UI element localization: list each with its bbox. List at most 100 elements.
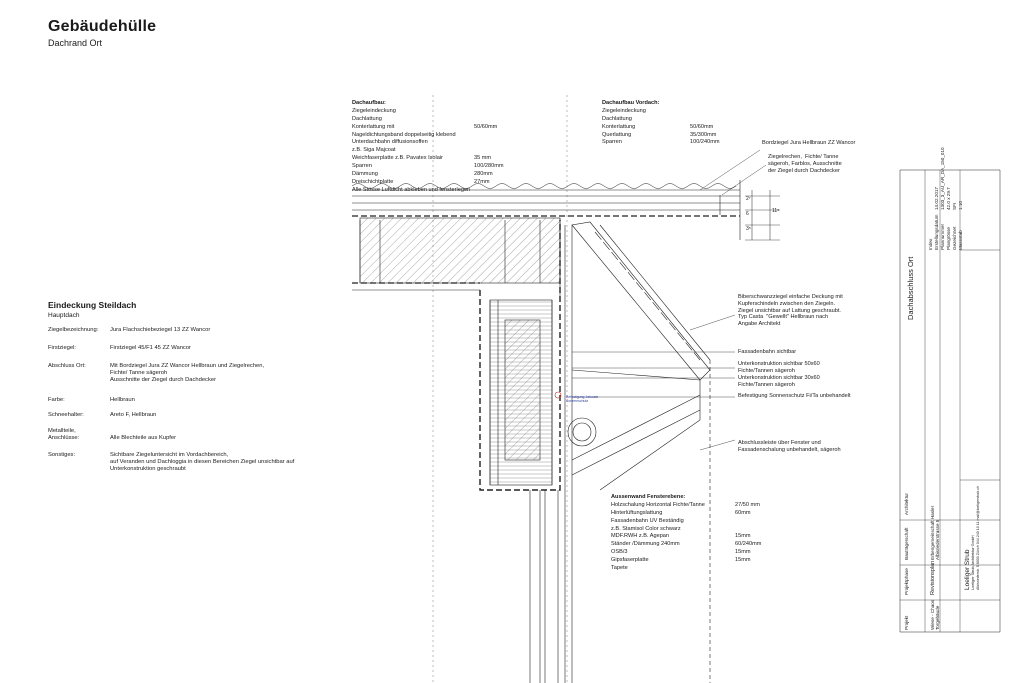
note-biber: Biberschwanzziegel einfache Deckung mit … xyxy=(738,294,843,328)
prop-value-ort: Mit Bordziegel Jura ZZ Wancor Hellbraun … xyxy=(110,363,265,383)
spec-key: Unterdachbahn diffusionsoffen xyxy=(352,139,428,146)
spec-key: Hinterlüftungslattung xyxy=(611,509,663,516)
dim-3: 3⁵ xyxy=(746,226,751,232)
architekt-label: Architektur xyxy=(904,493,909,515)
spec-val: 100/240mm xyxy=(690,139,720,146)
phase: Revisionsplan xyxy=(930,560,936,595)
dim-1: 2⁷ xyxy=(746,196,751,202)
dachaufbau-title: Dachaufbau: xyxy=(352,100,386,106)
spec-key: Sparren xyxy=(602,139,622,146)
meta-val: 42.0 x 29.7 xyxy=(946,187,951,210)
note-fassadenbahn: Fassadenbahn sichtbar xyxy=(738,349,797,355)
strut xyxy=(571,369,701,491)
prop-label-first: Firstziegel: xyxy=(48,345,77,351)
prop-value-ziegel: Jura Flachschiebeziegel 13 ZZ Wancor xyxy=(110,327,211,333)
wall-spec: Aussenwand Fensterebene: Holzschalung Ho… xyxy=(611,494,781,573)
prop-value-schnee: Areto F, Hellbraun xyxy=(110,412,157,418)
spec-val: 15mm xyxy=(735,549,751,556)
prop-value-first: Firstziegel 45/F1 45 ZZ Wancor xyxy=(110,345,191,351)
dim-2: 6 xyxy=(746,211,749,217)
vordach-title: Dachaufbau Vordach: xyxy=(602,100,660,106)
note-ziegelrechen: Ziegelrechen, Fichte/ Tanne sägeroh, Far… xyxy=(768,154,842,174)
spec-val: 27mm xyxy=(474,178,490,185)
prop-label-sonst: Sonstiges: xyxy=(48,452,76,458)
architekt-name: Loeliger Strub xyxy=(964,549,971,590)
page-subtitle: Dachrand Ort xyxy=(48,38,103,48)
architekt-sub: Loeliger Strub Architektur GmbH xyxy=(971,535,975,590)
rafter-insulation xyxy=(359,217,561,284)
wall-title: Aussenwand Fensterebene: xyxy=(611,494,686,500)
bauherr-label: Bauträgerschaft xyxy=(904,527,909,560)
spec-key: Nageldichtungsband doppelseitig klebend xyxy=(352,131,456,138)
note-bordziegel: Bordziegel Jura Hellbraun ZZ Wancor xyxy=(762,140,856,146)
spec-key: z.B. Siga Majcoat xyxy=(352,147,396,154)
spec-key: Dämmung xyxy=(352,171,378,178)
spec-val: 280mm xyxy=(474,171,493,178)
meta-val: SFI xyxy=(952,202,957,210)
bauherr: Erbengemeinschaft Hasler Albisriederstra… xyxy=(930,505,940,560)
prop-label-ort: Abschluss Ort: xyxy=(48,363,86,369)
section-subtitle: Hauptdach xyxy=(48,312,80,319)
meta-val: 14.02.2017 xyxy=(934,187,939,210)
phase-label: Projektphase xyxy=(904,568,909,595)
meta-key: Plannummer xyxy=(940,223,945,250)
spec-key: Ziegeleindeckung xyxy=(352,107,396,114)
spec-val: 15mm xyxy=(735,557,751,564)
spec-key: Fassadenbahn UV Beständig xyxy=(611,517,684,524)
page-title: Gebäudehülle xyxy=(48,18,157,35)
spec-val: 50/60mm xyxy=(474,123,498,130)
spec-val: 60/240mm xyxy=(735,541,762,548)
spec-key: Sparren xyxy=(352,163,372,170)
spec-key: Ständer /Dämmung 240mm xyxy=(611,541,680,548)
spec-key: Dachlattung xyxy=(602,115,632,122)
prop-value-farbe: Hellbraun xyxy=(110,397,135,403)
spec-key: Gipsfaserplatte xyxy=(611,557,649,564)
meta-key: Index xyxy=(928,238,933,250)
barge-tiles xyxy=(571,221,711,381)
spec-val: 100/280mm xyxy=(474,163,504,170)
architekt-addr: Albisriederstr. 5 8003 Zürich 044 240 10… xyxy=(976,485,980,590)
spec-key: Tapete xyxy=(611,565,628,572)
spec-key: Dreischichtplatte xyxy=(352,178,394,185)
spec-key: Querlattung xyxy=(602,131,632,138)
spec-key: Konterlattung xyxy=(602,123,636,130)
prop-label-farbe: Farbe: xyxy=(48,397,65,403)
note-uk30: Unterkonstruktion sichtbar 30x60 Fichte/… xyxy=(738,375,820,388)
prop-value-metall: Alle Blechteile aus Kupfer xyxy=(110,435,177,441)
spec-val: 60mm xyxy=(735,509,751,516)
note-uk50: Unterkonstruktion sichtbar 50x60 Fichte/… xyxy=(738,361,820,374)
prop-label-ziegel: Ziegelbezeichnung: xyxy=(48,327,99,333)
spec-key: OSB/3 xyxy=(611,549,628,556)
spec-key: Holzschalung Horizontal Fichte/Tanne xyxy=(611,501,705,508)
marker-icon xyxy=(554,391,562,399)
meta-val: 1:10 xyxy=(958,201,963,210)
note-abschluss: Abschlussleiste über Fenster und Fassade… xyxy=(738,440,841,453)
dim-4: 11⁵ xyxy=(772,208,779,214)
section-title: Eindeckung Steildach xyxy=(48,300,137,310)
spec-val: 27/50 mm xyxy=(735,501,760,508)
projekt-label: Projekt xyxy=(904,615,909,630)
meta-key: Massstab xyxy=(958,230,963,250)
wall-outline xyxy=(479,220,561,491)
vordach-spec: Dachaufbau Vordach: Ziegeleindeckung Dac… xyxy=(602,100,742,147)
meta-key: Erstellungsdatum xyxy=(934,214,939,251)
sunshade-roll xyxy=(567,417,597,447)
note-befestigung: Befestigung Sonnenschutz Fi/Ta unbehande… xyxy=(738,393,851,399)
spec-key: Konterlattung mit xyxy=(352,123,395,130)
spec-val: 35 mm xyxy=(474,155,492,162)
projekt: Wiese - Chaos Torgebäude xyxy=(930,599,940,630)
meta-val: 1303_3_AU_AR_DA_150_010 xyxy=(940,147,945,210)
prop-label-schnee: Schneehalter: xyxy=(48,412,84,418)
meta-key: Plangrösse xyxy=(946,227,951,250)
spec-val: 50/60mm xyxy=(690,123,714,130)
prop-value-sonst: Sichtbare Ziegeluntersicht im Vordachber… xyxy=(110,452,295,472)
spec-key: MDF.RWH z.B. Agepan xyxy=(611,533,670,540)
prop-label-metall: Metallteile, Anschlüsse: xyxy=(48,428,80,441)
roof-tiles xyxy=(351,183,737,189)
spec-key: Dachlattung xyxy=(352,115,382,122)
spec-val: 15mm xyxy=(735,533,751,540)
spec-key: Weichfaserplatte z.B. Pavatex Isolair xyxy=(352,155,443,162)
meta-key: Gezeichnet xyxy=(952,226,957,250)
